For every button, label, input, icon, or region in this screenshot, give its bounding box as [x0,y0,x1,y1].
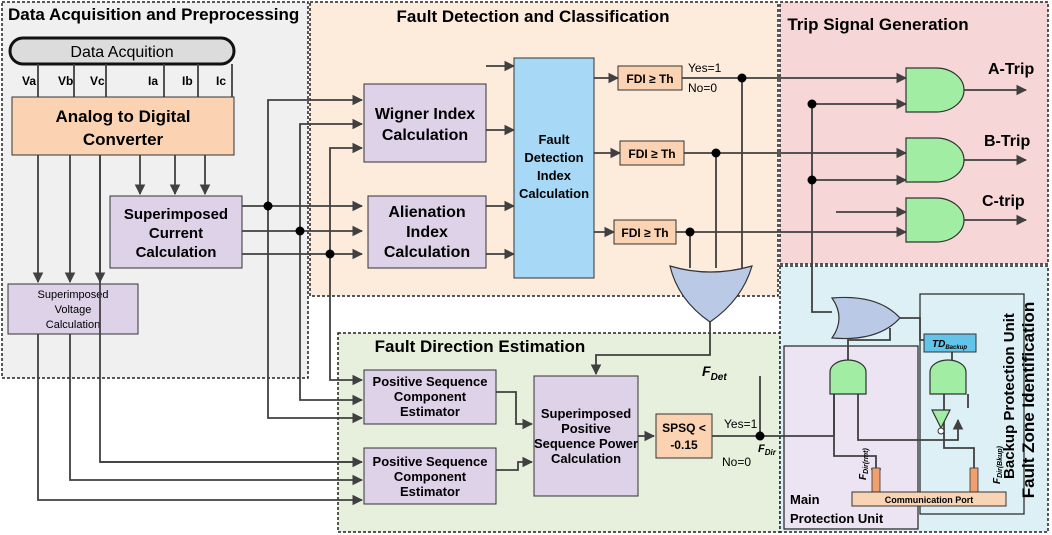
channel-group: Va Vb Vc Ia Ib Ic [22,64,233,97]
not-gate [931,409,951,430]
si-current-line2: Current [149,225,203,242]
detection-section-title: Fault Detection and Classification [397,7,670,26]
backup-protection-unit [919,293,1025,515]
alienation-block [367,195,487,269]
si-current-block [109,195,243,269]
alienation-line1: Alienation [388,204,465,221]
sp-power-line2: Positive [561,421,611,436]
adc-block [11,96,235,156]
detection-yes-label: Yes=1 [688,61,722,75]
threshold-c-label: FDI ≥ Th [621,226,668,240]
pos-seq-block-1 [363,369,497,425]
main-unit-line1: Main [790,492,820,507]
junction-dots [263,73,817,441]
pos-seq-2-line3: Estimator [400,484,460,499]
threshold-b-label: FDI ≥ Th [628,147,675,161]
pos-seq-1-line1: Positive Sequence [373,374,488,389]
sp-power-line4: Calculation [551,451,621,466]
channel-label-ia: Ia [148,74,158,88]
comm-port-bkup [969,467,979,493]
td-backup-label: TDBackup [932,339,967,351]
not-gate-bubble [937,427,945,435]
communication-port-label: Communication Port [885,495,974,505]
sp-power-line3: Sequence Power [534,436,638,451]
sp-power-line1: Superimposed [541,406,631,421]
pos-seq-1-line3: Estimator [400,404,460,419]
and-gate-c [905,197,965,243]
data-acquisition-label: Data Acquition [70,44,173,61]
backup-and-gate [929,359,967,395]
threshold-box-b [619,140,685,166]
f-dir-label: FDir [758,443,777,457]
pos-seq-block-2 [363,447,497,505]
comm-port-rmt [871,467,881,493]
si-voltage-line3: Calculation [46,319,100,331]
wires [32,60,1028,506]
td-backup-box [923,333,977,353]
adc-label-line1: Analog to Digital [55,107,190,126]
and-gate-b [905,137,965,183]
channel-label-va: Va [22,74,36,88]
alienation-line2: Index [406,224,448,241]
c-trip-label: C-trip [982,193,1025,210]
direction-yes-label: Yes=1 [724,417,758,431]
si-voltage-line2: Voltage [55,304,92,316]
channel-label-ic: Ic [216,74,226,88]
spsq-line1: SPSQ < [662,421,706,435]
acquisition-section-title: Data Acquisition and Preprocessing [8,5,299,24]
spsq-line2: -0.15 [670,438,698,452]
zone-section-title: Fault Zone Identification [1019,302,1038,498]
spsq-box [655,413,713,459]
b-trip-label: B-Trip [984,133,1030,150]
fdi-calc-block [513,57,595,279]
communication-port [851,491,1007,507]
channel-label-vb: Vb [58,74,73,88]
wigner-block [363,83,487,163]
threshold-a-label: FDI ≥ Th [626,72,673,86]
a-trip-label: A-Trip [988,61,1034,78]
detection-no-label: No=0 [688,81,717,95]
si-current-line3: Calculation [136,244,217,261]
and-gate-a [905,67,965,113]
channel-label-ib: Ib [182,74,193,88]
main-unit-line2: Protection Unit [790,511,884,526]
f-dir-rmt-label: FDir(rmt) [858,448,870,480]
threshold-box-a [617,65,683,91]
zone-or-gate [830,296,901,340]
threshold-box-c [613,219,677,245]
detection-or-gate [669,265,753,323]
trip-section-title: Trip Signal Generation [787,15,968,34]
fdi-calc-line4: Calculation [519,186,589,201]
f-dir-bkup-label: FDir(Bkup) [992,445,1004,484]
adc-label-line2: Converter [83,130,164,149]
si-voltage-block [7,283,139,335]
channel-label-vc: Vc [90,74,105,88]
fdi-calc-line3: Index [537,168,572,183]
fdi-calc-line2: Detection [524,150,583,165]
main-and-gate [829,359,867,395]
pos-seq-1-line2: Component [394,389,467,404]
si-voltage-line1: Superimposed [38,289,109,301]
pos-seq-2-line2: Component [394,469,467,484]
wigner-line2: Calculation [382,127,468,144]
direction-section-title: Fault Direction Estimation [375,337,586,356]
alienation-line3: Calculation [384,244,470,261]
sp-power-block [533,375,639,497]
f-det-label: FDet [702,363,727,383]
fdi-calc-line1: Fault [538,132,570,147]
data-acquisition-bar [8,36,236,66]
si-current-line1: Superimposed [124,206,228,223]
direction-no-label: No=0 [722,455,751,469]
pos-seq-2-line1: Positive Sequence [373,454,488,469]
backup-unit-label: Backup Protection Unit [1001,313,1018,479]
wigner-line1: Wigner Index [375,106,475,123]
